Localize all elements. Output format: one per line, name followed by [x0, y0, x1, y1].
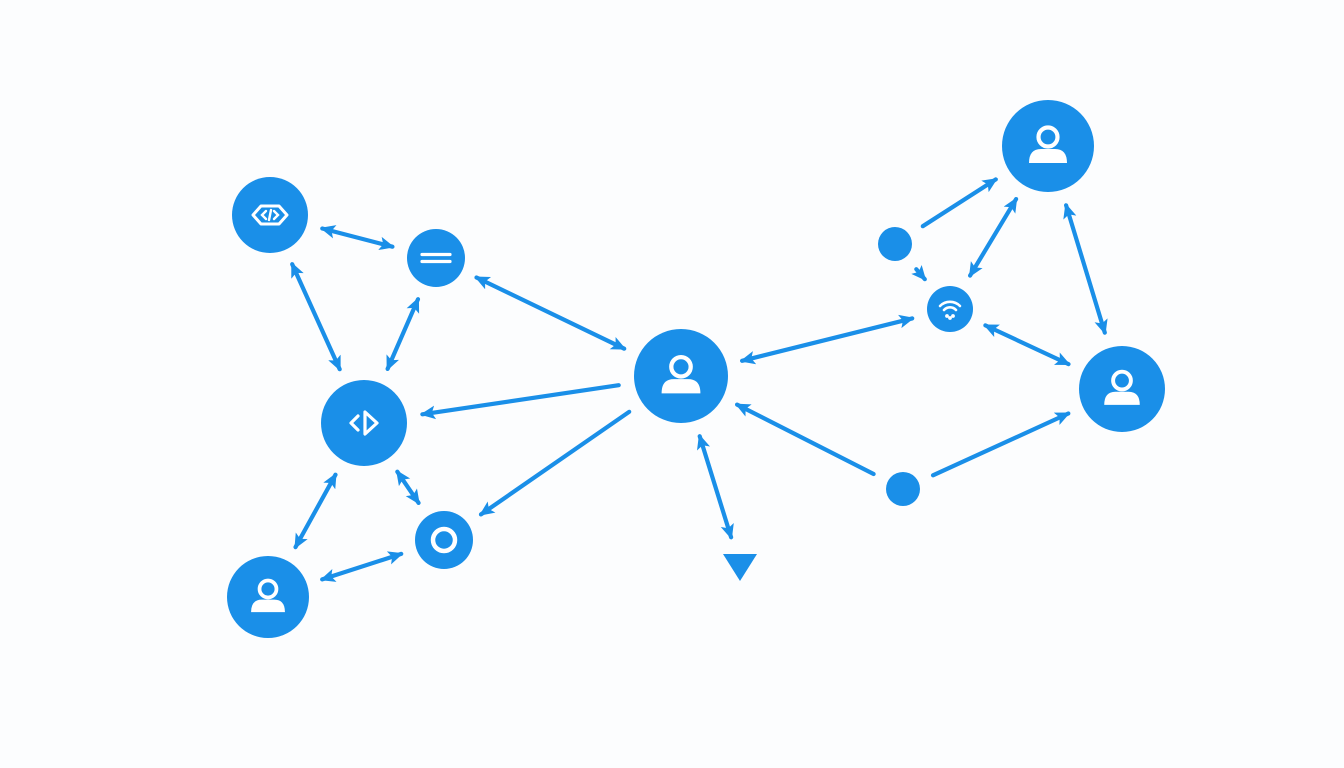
- edge-wifi-node-to-user-top-right: [967, 197, 1019, 278]
- edge-user-top-right-to-user-right: [1063, 203, 1108, 335]
- ring-node[interactable]: [415, 511, 473, 569]
- play-node[interactable]: [321, 380, 407, 466]
- dot-top-right-disc: [878, 227, 912, 261]
- user-bottom-left[interactable]: [227, 556, 309, 638]
- edge-wifi-node-to-user-right: [983, 323, 1071, 367]
- menu-node-disc: [407, 229, 465, 287]
- edge-hub-user-to-ring-node: [478, 409, 632, 517]
- code-frame-glyph: [251, 204, 289, 226]
- edge-user-right-to-dot-bottom-right: [930, 411, 1071, 478]
- ring-node-disc: [415, 511, 473, 569]
- edge-dot-top-right-to-wifi-node: [911, 265, 927, 282]
- edge-menu-node-to-play-node: [385, 297, 421, 371]
- play-code-icon: [349, 410, 379, 436]
- wifi-node[interactable]: [927, 286, 973, 332]
- user-icon: [661, 354, 701, 394]
- user-body-glyph: [1029, 149, 1067, 163]
- edge-code-node-to-play-node: [290, 262, 342, 372]
- wifi-node-disc: [927, 286, 973, 332]
- wifi-dot-glyph-3: [948, 316, 952, 320]
- user-head-glyph: [669, 354, 693, 379]
- code-node[interactable]: [232, 177, 308, 253]
- edge-hub-user-to-play-node: [420, 383, 621, 420]
- user-head-glyph: [1036, 125, 1060, 149]
- code-brackets-glyph: [260, 208, 280, 222]
- edge-dot-top-right-to-user-top-right: [920, 177, 998, 229]
- wifi-icon: [938, 300, 962, 320]
- user-icon: [1104, 369, 1140, 405]
- edge-menu-node-to-hub-user: [474, 275, 627, 351]
- edge-dot-bottom-right-to-hub-user: [734, 402, 876, 477]
- wifi-arcs-glyph: [938, 300, 962, 312]
- user-icon: [251, 578, 285, 613]
- user-icon: [1029, 125, 1067, 163]
- dot-top-right[interactable]: [878, 227, 912, 261]
- menu-node[interactable]: [407, 229, 465, 287]
- edge-code-node-to-menu-node: [320, 225, 395, 251]
- ring-glyph: [430, 526, 458, 554]
- wifi-dot-glyph-1: [945, 314, 949, 318]
- code-icon: [251, 204, 289, 226]
- user-body-glyph: [251, 599, 285, 613]
- menu-icon: [420, 252, 452, 264]
- nodes-layer: [227, 100, 1165, 638]
- user-right[interactable]: [1079, 346, 1165, 432]
- user-body-glyph: [661, 379, 701, 394]
- user-head-glyph: [1111, 369, 1133, 392]
- ring-icon: [430, 526, 458, 554]
- edge-hub-user-to-terminal-arrow: [697, 434, 734, 540]
- edge-user-bottom-left-to-ring-node: [320, 551, 404, 582]
- user-body-glyph: [1104, 391, 1140, 405]
- wifi-dot-glyph-2: [951, 314, 955, 318]
- terminal-arrow[interactable]: [723, 554, 757, 581]
- user-head-glyph: [257, 578, 279, 600]
- play-triangle-glyph: [363, 410, 379, 436]
- edge-play-node-to-user-bottom-left: [293, 472, 338, 550]
- edges-layer: [290, 177, 1108, 582]
- user-top-right[interactable]: [1002, 100, 1094, 192]
- dot-bottom-right-disc: [886, 472, 920, 506]
- edge-play-node-to-ring-node: [395, 469, 421, 505]
- dot-bottom-right[interactable]: [886, 472, 920, 506]
- hub-user[interactable]: [634, 329, 728, 423]
- chevron-left-glyph: [349, 414, 360, 432]
- triangle-down-icon: [723, 554, 757, 581]
- edge-wifi-node-to-hub-user: [739, 314, 915, 365]
